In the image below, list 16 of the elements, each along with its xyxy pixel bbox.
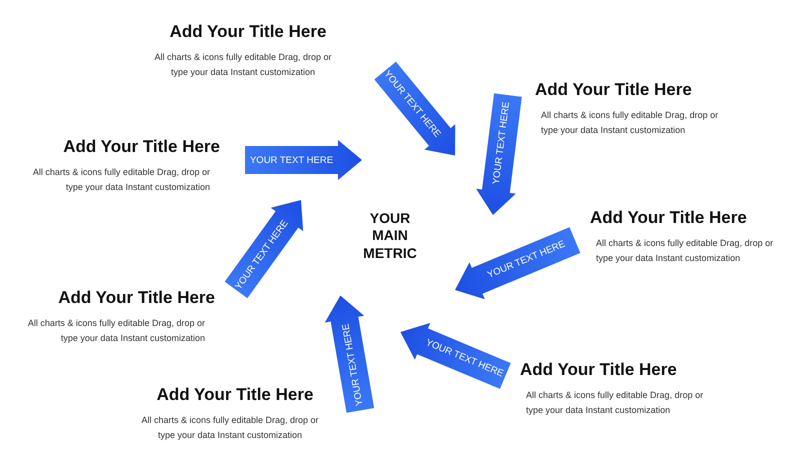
description-text: All charts & icons fully editable Drag, drop or type your data Instant customization (596, 237, 774, 265)
description-text: All charts & icons fully editable Drag, drop or type your data Instant customization (32, 166, 210, 194)
section-title: Add Your Title Here (168, 22, 328, 42)
section-title: Add Your Title Here (520, 360, 678, 380)
description-text: All charts & icons fully editable Drag, drop or type your data Instant customization (153, 51, 333, 79)
description-text: All charts & icons fully editable Drag, drop or type your data Instant customization (26, 317, 205, 345)
description-text: All charts & icons fully editable Drag, drop or type your data Instant customization (140, 414, 320, 442)
section-title: Add Your Title Here (57, 288, 215, 308)
description-text: All charts & icons fully editable Drag, drop or type your data Instant customization (541, 109, 720, 137)
arrow-shape: YOUR TEXT HERE (245, 140, 362, 180)
section-title: Add Your Title Here (156, 385, 314, 405)
metric-text: YOUR MAIN METRIC (362, 210, 418, 262)
description-text: All charts & icons fully editable Drag, drop or type your data Instant customization (526, 389, 704, 417)
section-title: Add Your Title Here (590, 208, 748, 228)
section-title: Add Your Title Here (535, 80, 693, 100)
section-title: Add Your Title Here (62, 137, 220, 157)
